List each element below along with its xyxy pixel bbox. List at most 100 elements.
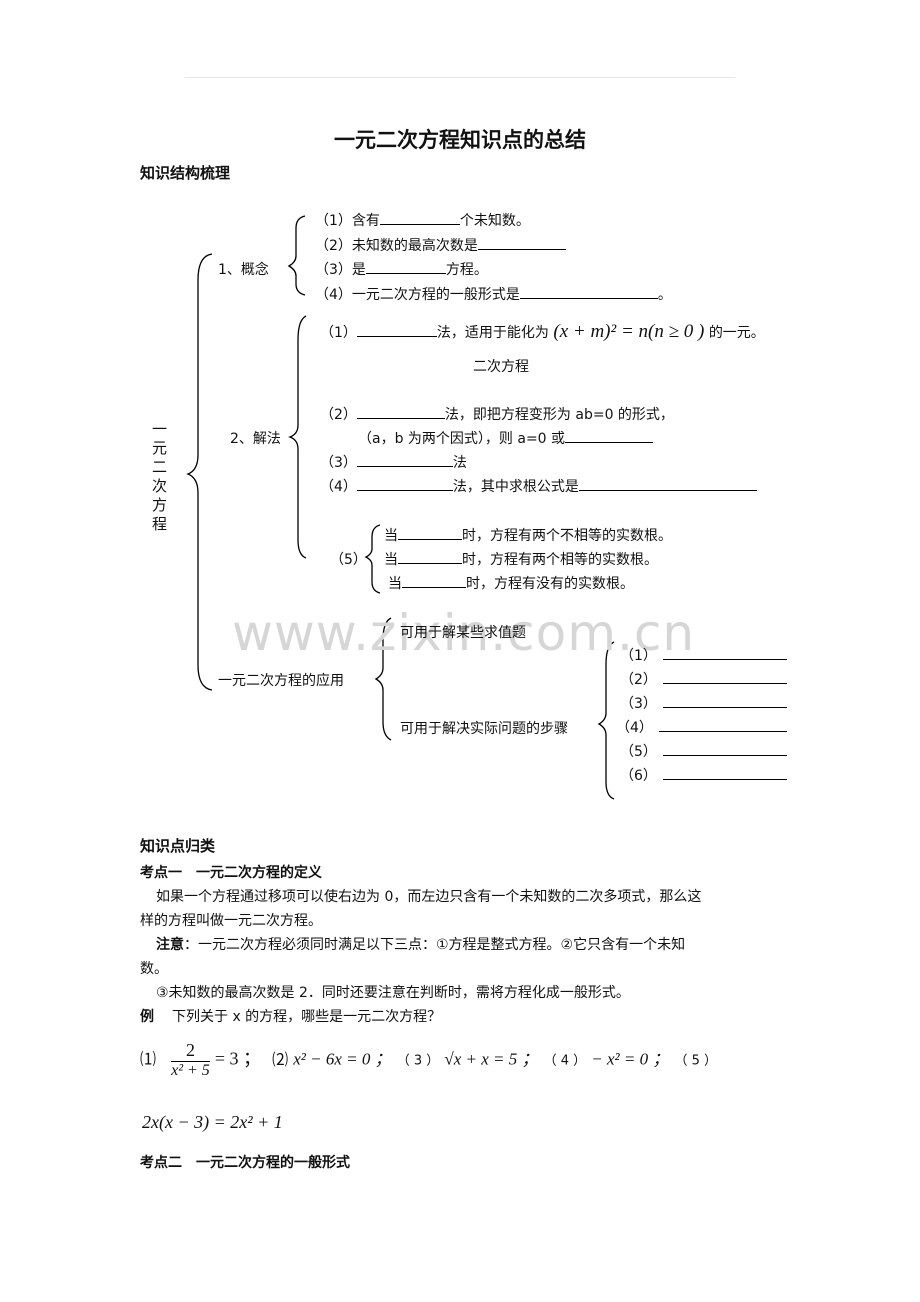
method-5-line-2: 当 时，方程有两个相等的实数根。 <box>384 549 658 569</box>
concept-item-3-tail: 方程。 <box>445 262 488 278</box>
method-1: （1） 法，适用于能化为 (x + m)² = n(n ≥ 0 ) 的一元。 <box>320 321 765 343</box>
eq4-expr: − x² = 0 ； <box>591 1049 670 1069</box>
method-2-num: （2） <box>320 407 357 423</box>
step-5: （5） <box>620 741 787 761</box>
concept-item-3-text: （3）是 <box>315 262 366 278</box>
note-label: 注意 <box>156 937 184 953</box>
blank <box>398 525 462 540</box>
method-1-formula: (x + m)² = n(n ≥ 0 ) <box>553 321 705 342</box>
eq5-expr: 2x(x − 3) = 2x² + 1 <box>142 1112 283 1132</box>
step-4: （4） <box>616 717 787 737</box>
kp1-note-2: 数。 <box>140 961 168 977</box>
watermark: www.zixin.com.cn <box>232 604 696 662</box>
blank <box>565 428 654 443</box>
method-1-num: （1） <box>320 325 357 341</box>
discriminant-brace <box>364 524 381 594</box>
blank <box>662 765 787 780</box>
method-5-line-1: 当 时，方程有两个不相等的实数根。 <box>384 525 672 545</box>
main-brace <box>186 253 213 691</box>
blank <box>662 741 787 756</box>
blank <box>477 235 566 250</box>
method-1-text: 法，适用于能化为 <box>436 325 549 341</box>
blank <box>379 210 460 225</box>
concept-label: 1、概念 <box>218 262 269 278</box>
step-2: （2） <box>620 669 787 689</box>
method-3: （3） 法 <box>320 452 467 472</box>
eq2-label: ⑵ <box>272 1049 289 1069</box>
eq5-label: （ 5 ） <box>674 1053 717 1069</box>
m5-3-text: 时，方程有没有的实数根。 <box>466 576 634 592</box>
concept-brace <box>287 215 306 296</box>
method-4-num: （4） <box>320 479 357 495</box>
blank <box>519 284 658 299</box>
application-use-1: 可用于解某些求值题 <box>400 625 526 641</box>
concept-item-4-text: （4）一元二次方程的一般形式是 <box>315 287 520 303</box>
concept-item-3: （3）是 方程。 <box>315 259 488 279</box>
concept-item-2-text: （2）未知数的最高次数是 <box>315 238 478 254</box>
methods-brace <box>288 315 307 559</box>
concept-item-2: （2）未知数的最高次数是 <box>315 235 566 255</box>
method-5-line-3: 当 时，方程有没有的实数根。 <box>388 573 634 593</box>
eq1-numerator: 2 <box>171 1040 210 1062</box>
kp2-title: 考点二 一元二次方程的一般形式 <box>140 1155 350 1171</box>
step-1-num: （1） <box>620 648 657 664</box>
blank <box>578 476 757 491</box>
kp1-example: 例下列关于 x 的方程，哪些是一元二次方程？ <box>140 1006 441 1026</box>
note-text: ：一元二次方程必须同时满足以下三点：①方程是整式方程。②它只含有一个未知 <box>184 937 686 953</box>
method-4: （4） 法，其中求根公式是 <box>320 476 757 496</box>
blank <box>398 549 462 564</box>
kp1-para-1: 如果一个方程通过移项可以使右边为 0，而左边只含有一个未知数的二次多项式，那么这 <box>156 889 702 905</box>
blank <box>658 717 787 732</box>
method-5-label: （5） <box>330 552 367 568</box>
kp1-title: 考点一 一元二次方程的定义 <box>140 865 322 881</box>
method-3-text: 法 <box>452 455 467 471</box>
method-3-num: （3） <box>320 455 357 471</box>
methods-label: 2、解法 <box>230 431 281 447</box>
blank <box>365 259 446 274</box>
kp1-note-3: ③未知数的最高次数是 2．同时还要注意在判断时，需将方程化成一般形式。 <box>156 985 630 1001</box>
example-text: 下列关于 x 的方程，哪些是一元二次方程？ <box>172 1009 442 1025</box>
eq1-rhs: = 3 ； <box>214 1048 262 1069</box>
concept-item-4-tail: 。 <box>657 287 672 303</box>
m5-3-when: 当 <box>388 576 402 592</box>
blank <box>356 452 453 467</box>
m5-2-when: 当 <box>384 552 398 568</box>
blank <box>662 693 787 708</box>
step-3-num: （3） <box>620 696 657 712</box>
step-5-num: （5） <box>620 744 657 760</box>
step-6-num: （6） <box>620 768 657 784</box>
concept-item-1-text: （1）含有 <box>315 213 380 229</box>
concept-item-1-tail: 个未知数。 <box>459 213 530 229</box>
eq1-label: ⑴ <box>140 1049 157 1069</box>
center-label: 一元二次方程 <box>152 420 168 533</box>
step-4-num: （4） <box>616 720 653 736</box>
kp1-para-2: 样的方程叫做一元二次方程。 <box>140 913 322 929</box>
method-4-text: 法，其中求根公式是 <box>452 479 579 495</box>
kp1-note: 注意：一元二次方程必须同时满足以下三点：①方程是整式方程。②它只含有一个未知 <box>156 934 685 954</box>
eq1-denominator: x² + 5 <box>171 1062 210 1079</box>
eq3-expr: √x + x = 5 ； <box>444 1049 539 1069</box>
blank <box>662 669 787 684</box>
header-rule <box>185 77 735 78</box>
method-2-cont-text: （a，b 为两个因式），则 a=0 或 <box>358 431 566 447</box>
application-label: 一元二次方程的应用 <box>218 673 344 689</box>
application-brace <box>374 617 392 741</box>
eq3-label: （ 3 ） <box>396 1053 440 1069</box>
brace-diagram <box>186 215 615 800</box>
m5-1-when: 当 <box>384 528 398 544</box>
section-heading-structure: 知识结构梳理 <box>140 164 231 182</box>
section-heading-categories: 知识点归类 <box>140 837 216 855</box>
concept-item-4: （4）一元二次方程的一般形式是 。 <box>315 284 672 304</box>
blank <box>356 404 445 419</box>
step-3: （3） <box>620 693 787 713</box>
application-use-2: 可用于解决实际问题的步骤 <box>400 721 568 737</box>
step-6: （6） <box>620 765 787 785</box>
m5-1-text: 时，方程有两个不相等的实数根。 <box>462 528 672 544</box>
blank <box>356 476 453 491</box>
eq2-expr: x² − 6x = 0 ； <box>293 1049 392 1069</box>
blank <box>402 573 466 588</box>
step-1: （1） <box>620 645 787 665</box>
m5-2-text: 时，方程有两个相等的实数根。 <box>462 552 658 568</box>
method-1-tail: 的一元。 <box>708 325 765 341</box>
